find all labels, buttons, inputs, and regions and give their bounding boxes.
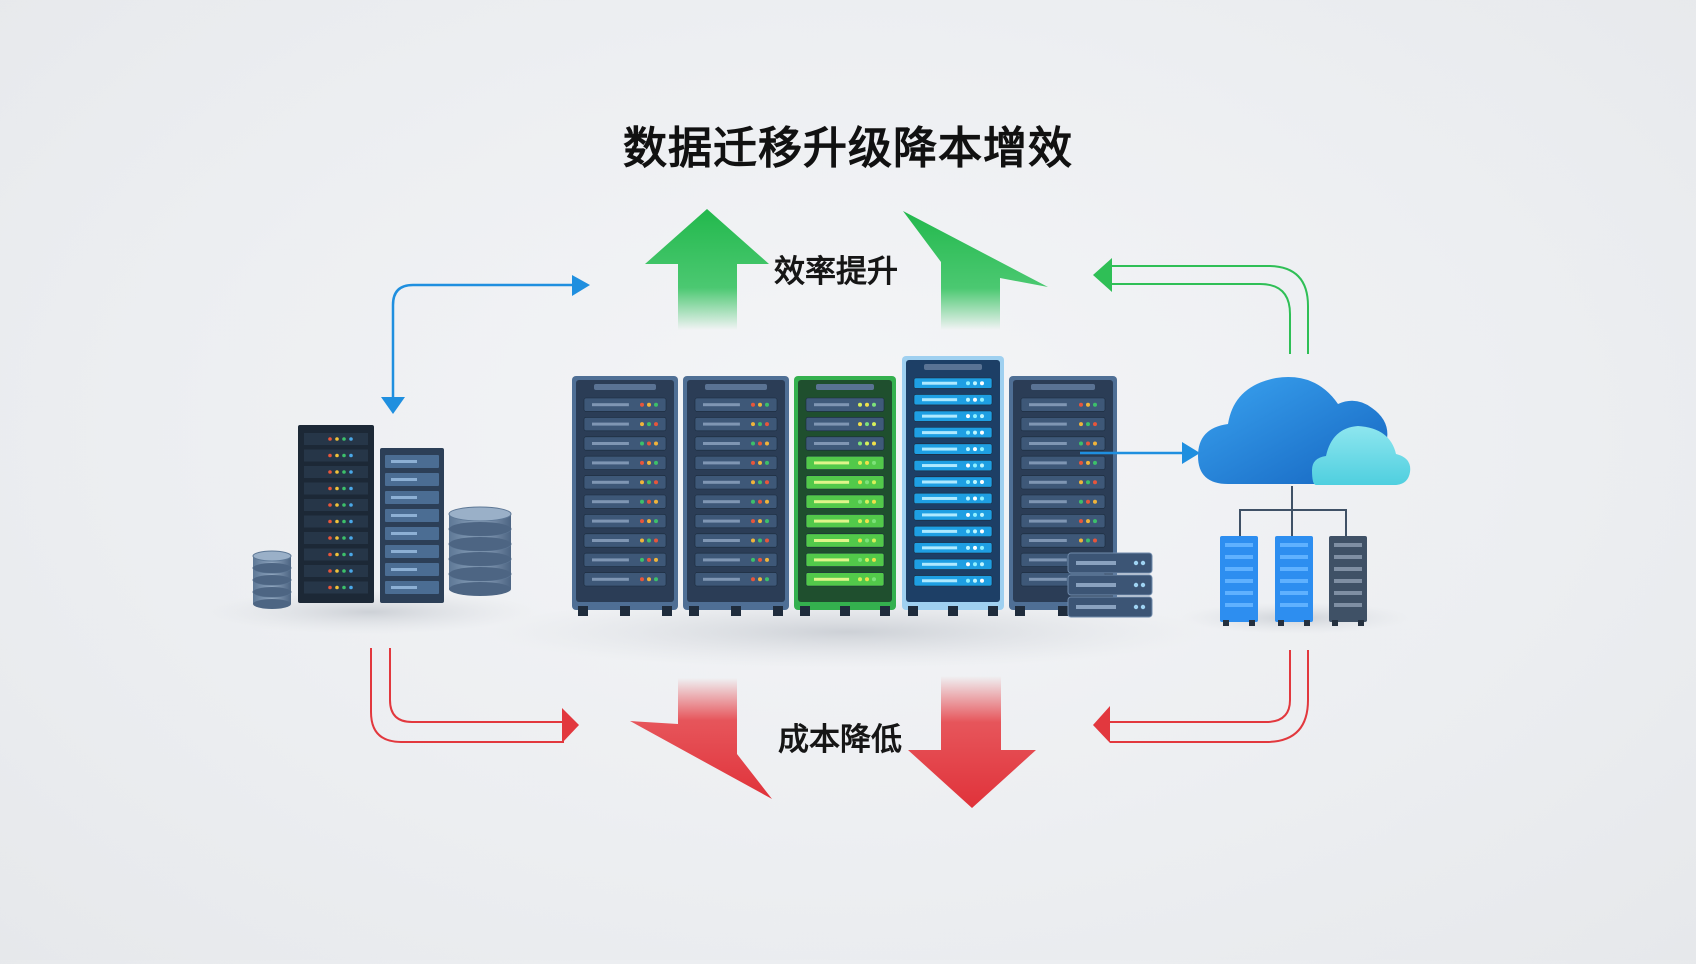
arrowhead-right-icon bbox=[572, 275, 590, 296]
return-flow-arrow-red-left bbox=[370, 648, 564, 743]
cloud-link-arrow bbox=[1080, 442, 1200, 464]
cloud-server-icon bbox=[1220, 486, 1367, 626]
arrowhead-right-icon bbox=[562, 708, 579, 743]
arrow-down-icon bbox=[630, 678, 772, 799]
arrow-down-icon bbox=[908, 676, 1036, 808]
database-icon bbox=[252, 506, 512, 609]
arrow-up-icon bbox=[645, 209, 769, 330]
arrowhead-left-icon bbox=[1093, 706, 1110, 743]
return-flow-arrow-red-right bbox=[1110, 650, 1309, 743]
arrowhead-left-icon bbox=[1093, 258, 1112, 292]
arrowhead-down-icon bbox=[381, 397, 405, 414]
legacy-server-icon bbox=[298, 425, 444, 603]
page-title: 数据迁移升级降本增效 bbox=[623, 123, 1073, 174]
arrow-up-icon bbox=[903, 211, 1048, 330]
server-rack-icon bbox=[572, 356, 1153, 618]
efficiency-label: 效率提升 bbox=[774, 254, 898, 290]
cloud-icon bbox=[1198, 377, 1411, 485]
cost-label: 成本降低 bbox=[778, 722, 902, 758]
sync-flow-arrow bbox=[391, 283, 573, 400]
return-flow-arrow-green bbox=[1112, 265, 1309, 354]
